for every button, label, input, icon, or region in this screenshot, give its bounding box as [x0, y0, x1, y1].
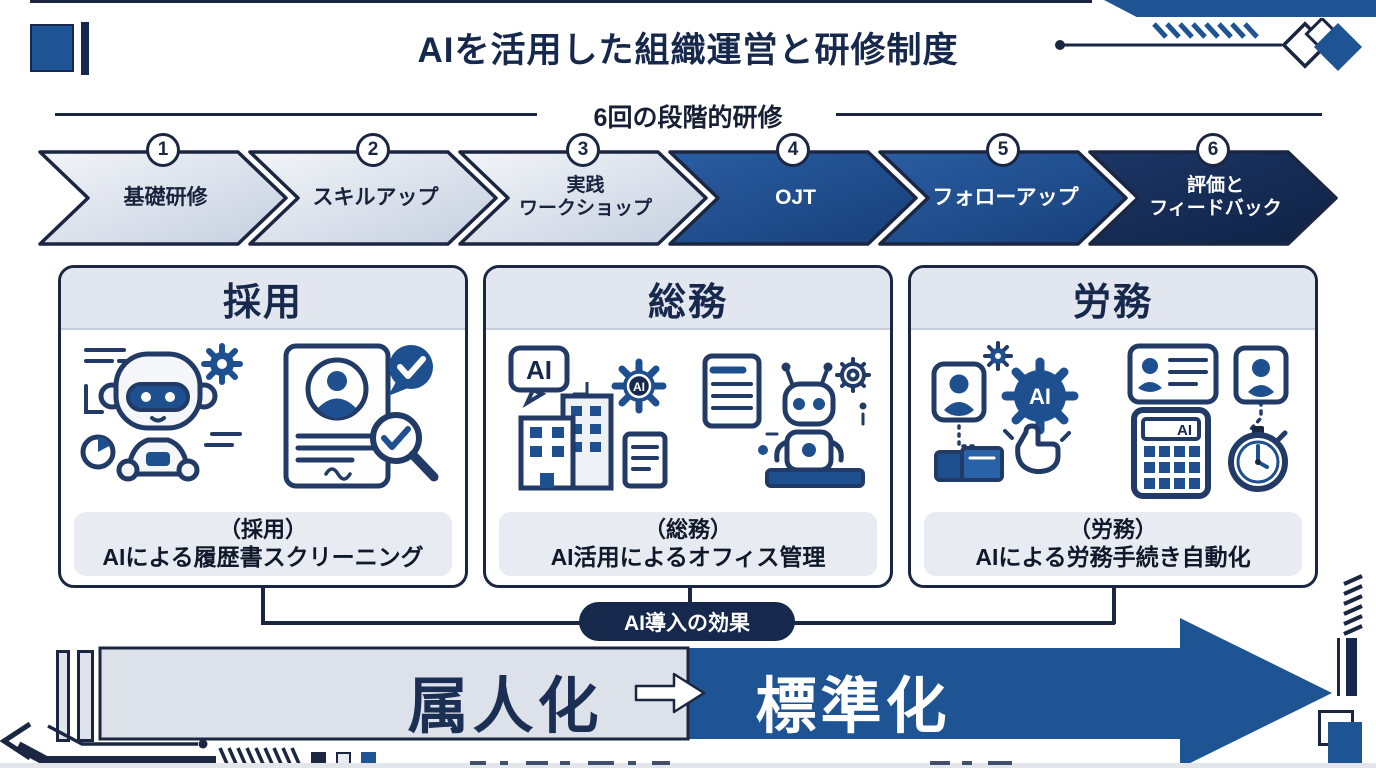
- connector-line: [1112, 586, 1116, 624]
- bottom-mark: [652, 761, 670, 765]
- hr-ai-gear-icon: AI: [931, 341, 1079, 482]
- effect-badge: AI導入の効果: [579, 602, 795, 641]
- card-illustrations: [61, 330, 465, 508]
- step-number-badge: 5: [986, 133, 1020, 167]
- diamond-ornament-icon: [1281, 18, 1363, 72]
- card-illustrations: AI AI: [911, 330, 1315, 508]
- ornament-thick-bar: [15, 741, 216, 766]
- ai-office-building-icon: AI AI: [508, 345, 668, 491]
- training-step-6: 6 評価とフィードバック: [1088, 133, 1340, 248]
- brand-bar-icon: [81, 22, 89, 75]
- card-illustrations: AI AI: [486, 330, 890, 508]
- step-number-badge: 6: [1196, 133, 1230, 167]
- step-label: スキルアップ: [312, 186, 439, 210]
- caption-body: AI活用によるオフィス管理: [550, 544, 826, 571]
- arrow-gray-section: [98, 646, 690, 741]
- ai-calculator-stopwatch-icon: AI: [1127, 343, 1289, 499]
- step-label: OJT: [775, 186, 816, 210]
- step-label: 評価とフィードバック: [1149, 175, 1282, 219]
- resume-screening-icon: [283, 343, 439, 489]
- caption-heading: （労務）: [1068, 516, 1157, 542]
- svg-text:AI: AI: [633, 380, 645, 394]
- caption-heading: （採用）: [218, 516, 307, 542]
- dot-icon: [198, 739, 208, 749]
- chevron-shape: [38, 150, 288, 246]
- card-caption: （労務） AIによる労務手続き自動化: [924, 512, 1302, 576]
- ai-robot-icon: [80, 343, 243, 482]
- left-column-bar-icon: [77, 650, 94, 742]
- chevron-shape: [458, 150, 708, 246]
- square-ornament-icon: [1328, 722, 1362, 763]
- card-caption: （採用） AIによる履歴書スクリーニング: [74, 512, 452, 576]
- svg-text:AI: AI: [1177, 422, 1192, 439]
- bottom-mark: [930, 761, 950, 765]
- caption-body: AIによる労務手続き自動化: [975, 544, 1251, 571]
- top-right-banner: [1104, 0, 1376, 17]
- chevron-shape: [248, 150, 498, 246]
- svg-text:AI: AI: [1029, 384, 1051, 409]
- hatch-marks-icon: [1152, 22, 1259, 39]
- caption-body: AIによる履歴書スクリーニング: [102, 544, 424, 571]
- chevron-shape: [668, 150, 918, 246]
- office-robot-icon: [702, 353, 871, 488]
- step-number-badge: 2: [356, 133, 390, 167]
- chevron-shape: [878, 150, 1128, 246]
- card-caption: （総務） AI活用によるオフィス管理: [499, 512, 877, 576]
- page-title: AIを活用した組織運営と研修制度: [417, 31, 959, 70]
- card-general-affairs: 総務 AI: [483, 265, 893, 588]
- connector-line: [261, 586, 265, 624]
- chevron-shape: [1088, 150, 1338, 246]
- card-title: 労務: [911, 268, 1315, 330]
- step-number-badge: 3: [566, 133, 600, 167]
- training-step-1: 1 基礎研修: [38, 133, 290, 248]
- card-title: 採用: [61, 268, 465, 330]
- left-column-bar-icon: [56, 650, 70, 742]
- subtitle-line-right: [836, 113, 1322, 116]
- brand-square-icon: [30, 24, 74, 72]
- bottom-mark: [500, 761, 508, 765]
- ornament-line: [47, 724, 198, 746]
- step-label: 実践ワークショップ: [518, 175, 652, 219]
- subtitle: 6回の段階的研修: [593, 104, 783, 132]
- top-edge-line: [30, 0, 1092, 3]
- bottom-mark: [560, 761, 570, 765]
- to-label: 標準化: [755, 672, 951, 740]
- bottom-mark: [526, 761, 548, 765]
- svg-text:AI: AI: [526, 355, 552, 385]
- step-number-badge: 1: [146, 133, 180, 167]
- card-title: 総務: [486, 268, 890, 330]
- step-label: 基礎研修: [123, 186, 208, 210]
- step-label: フォローアップ: [932, 186, 1079, 210]
- training-step-2: 2 スキルアップ: [248, 133, 500, 248]
- card-recruitment: 採用: [58, 265, 468, 588]
- training-step-5: 5 フォローアップ: [878, 133, 1130, 248]
- subtitle-line-left: [55, 113, 537, 116]
- bottom-mark: [588, 761, 614, 765]
- bottom-mark: [470, 761, 486, 765]
- title-ornament: [1055, 18, 1363, 72]
- transformation-arrow: [98, 618, 1332, 768]
- training-step-3: 3 実践ワークショップ: [458, 133, 710, 248]
- card-labor: 労務 AI: [908, 265, 1318, 588]
- caption-heading: （総務）: [643, 516, 732, 542]
- ornament-line: [1337, 638, 1340, 696]
- bottom-mark: [988, 761, 1012, 765]
- right-arrow-icon: [634, 672, 706, 714]
- bottom-mark: [628, 761, 636, 765]
- ornament-bar: [1346, 638, 1357, 696]
- step-number-badge: 4: [776, 133, 810, 167]
- bottom-edge-strip: [0, 763, 1376, 768]
- training-step-4: 4 OJT: [668, 133, 920, 248]
- hatch-marks-icon: [1343, 574, 1363, 636]
- bottom-mark: [962, 761, 972, 765]
- bottom-left-ornament: [0, 721, 216, 766]
- from-label: 属人化: [407, 672, 603, 740]
- arrow-blue-section: [688, 618, 1332, 768]
